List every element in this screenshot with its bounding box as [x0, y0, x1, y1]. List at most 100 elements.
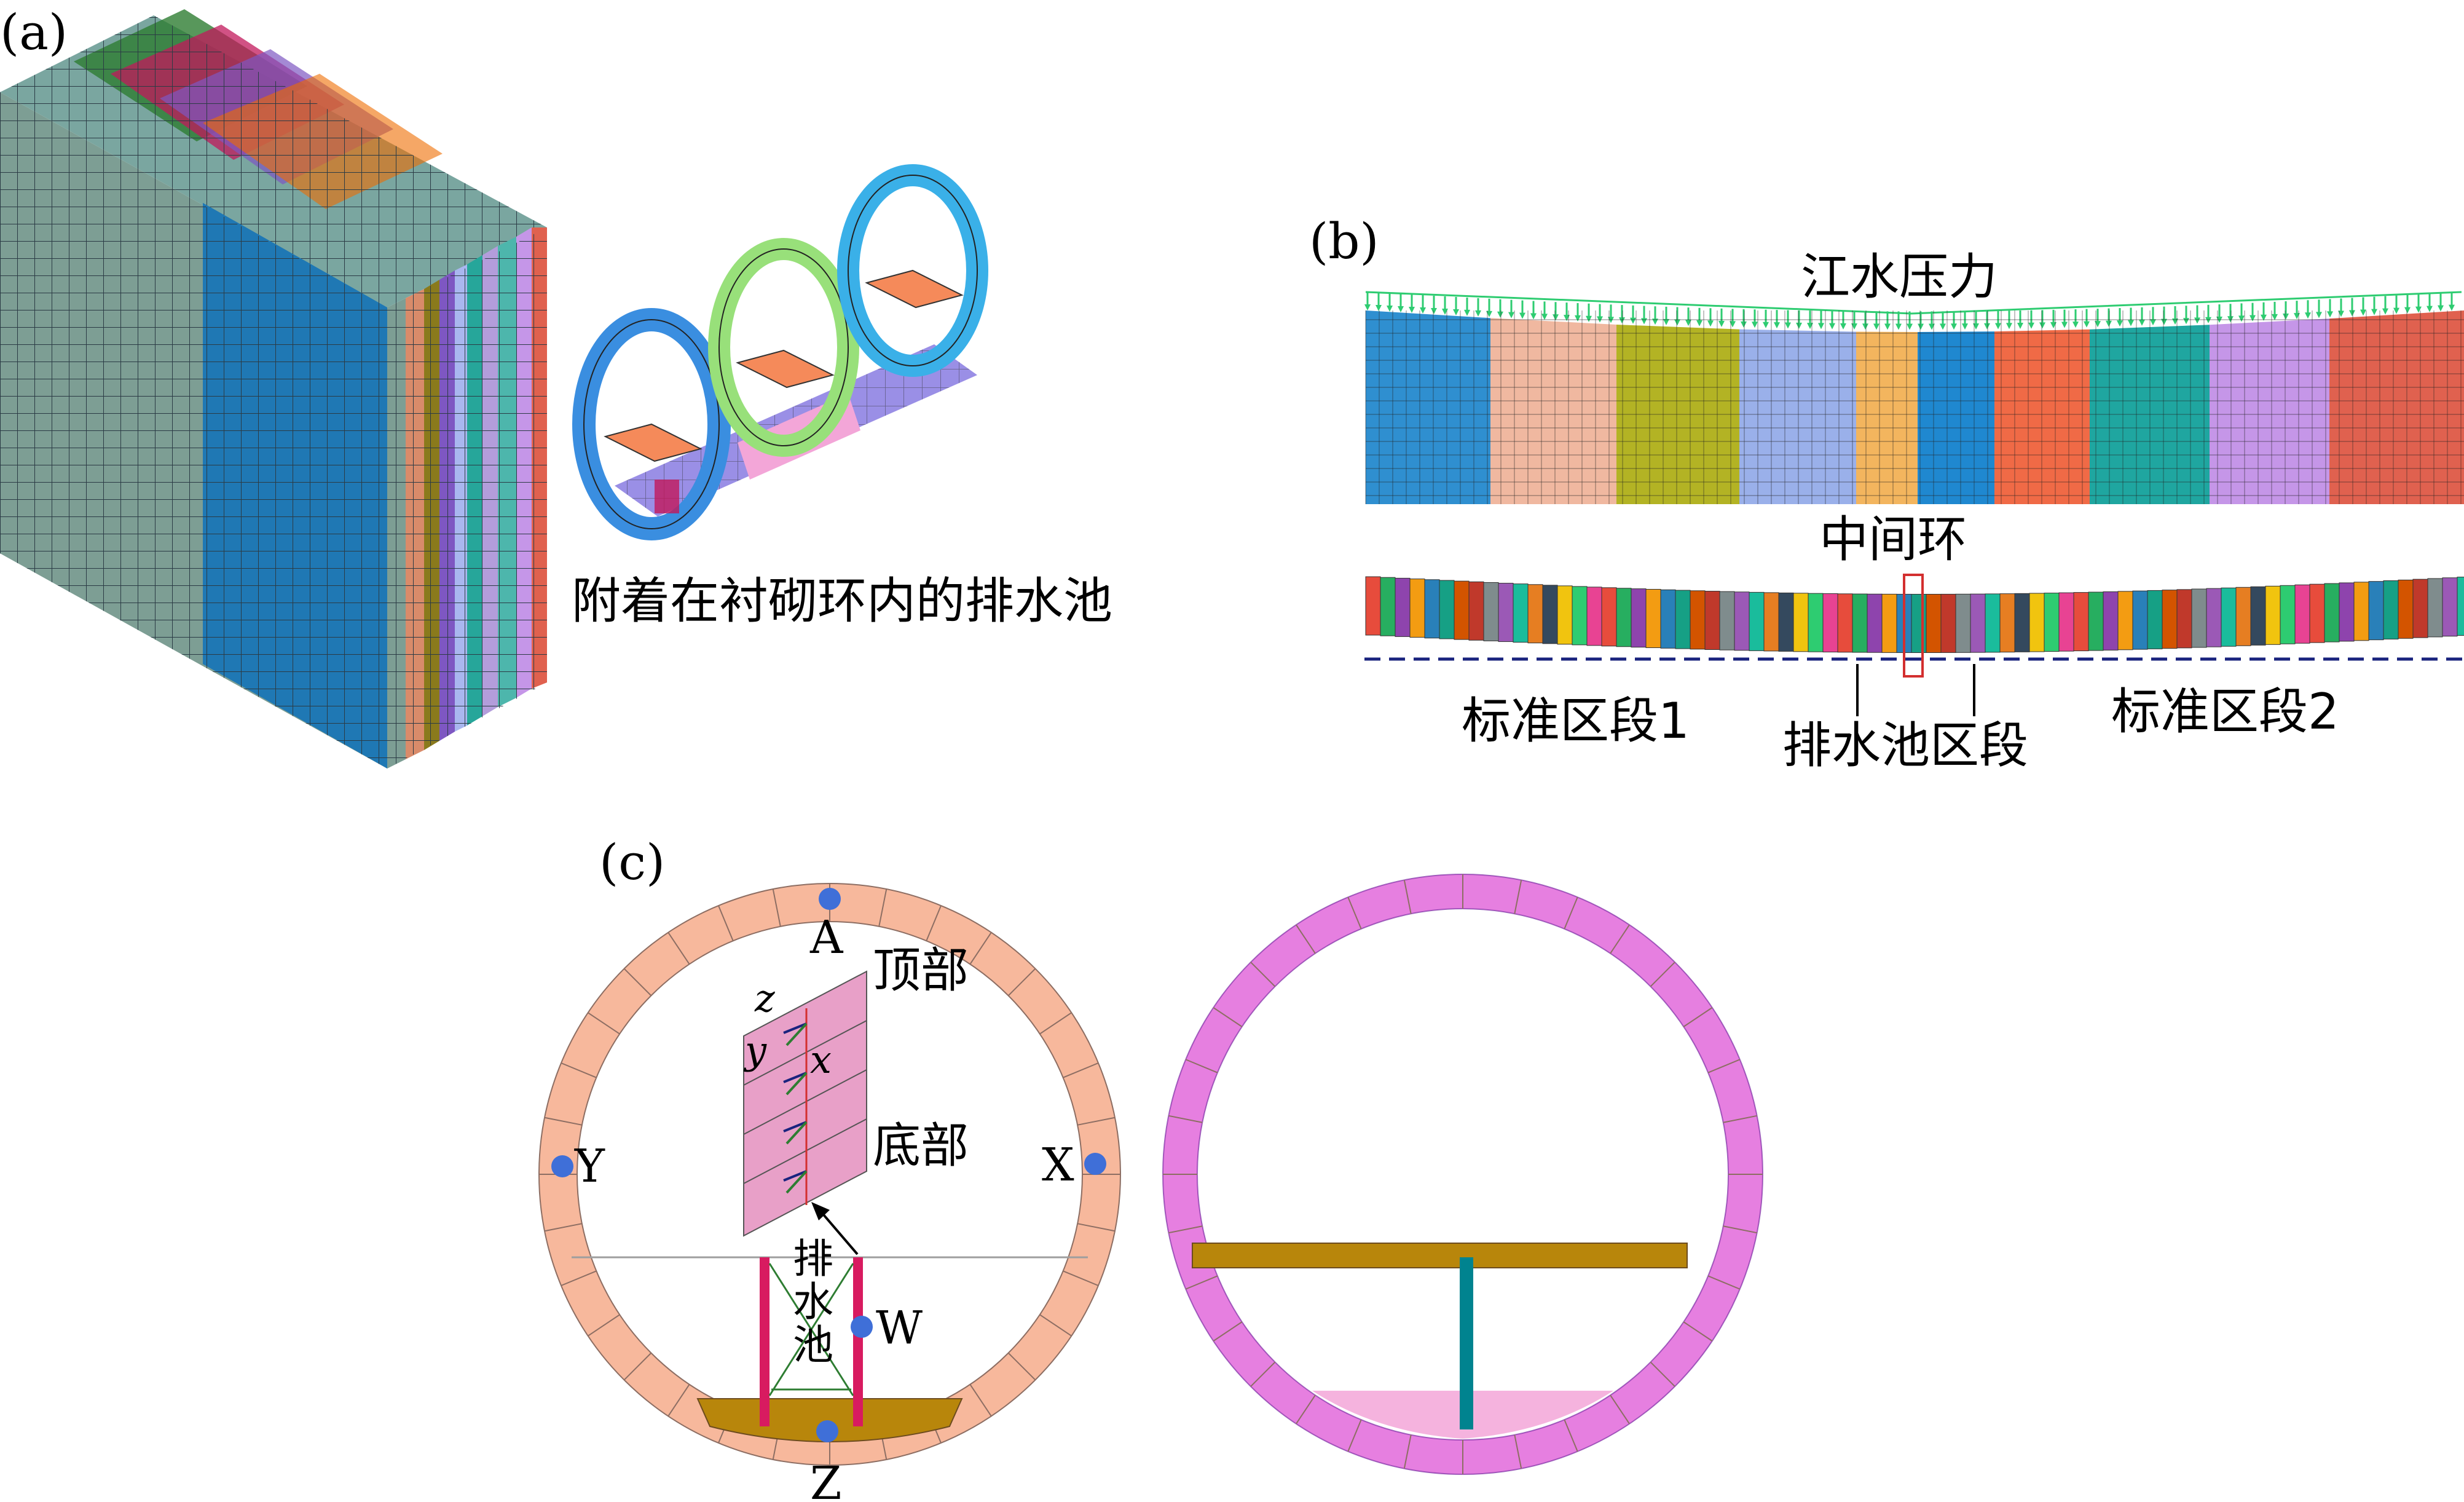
- tunnel-ring-segment: [2294, 584, 2310, 644]
- tunnel-ring-segment: [2206, 588, 2222, 647]
- tunnel-ring-segment: [1867, 593, 1883, 653]
- tunnel-ring-segment: [2029, 593, 2045, 652]
- tunnel-ring-segment: [2353, 582, 2369, 641]
- tunnel-ring-segment: [2221, 587, 2237, 647]
- tunnel-ring-segment: [1601, 587, 1617, 647]
- tunnel-ring-segment: [2265, 585, 2281, 645]
- point-x-label: X: [1042, 1139, 1074, 1192]
- tunnel-ring-segment: [1498, 583, 1514, 642]
- tunnel-ring-segment: [2383, 580, 2399, 640]
- tunnel-ring-segment: [1970, 593, 1986, 653]
- middle-ring-label: 中间环: [1819, 511, 1967, 568]
- soil-stratum: [2210, 318, 2329, 504]
- tunnel-ring-segment: [1454, 580, 1470, 640]
- point-y-label: Y: [574, 1140, 605, 1193]
- soil-block-side-face: [387, 227, 547, 769]
- tunnel-ring-segment: [2176, 589, 2192, 649]
- pool-wall-panel: [743, 970, 867, 1237]
- tunnel-ring-segment: [1690, 590, 1706, 650]
- tunnel-ring-segment: [1645, 588, 1661, 648]
- tunnel-ring-segment: [1822, 593, 1838, 653]
- tunnel-ring-segment: [1793, 593, 1809, 652]
- tunnel-ring-segment: [2368, 581, 2384, 641]
- point-w: [851, 1316, 873, 1338]
- axis-x-label: x: [810, 1037, 832, 1082]
- tunnel-ring-segment: [2427, 578, 2443, 638]
- tunnel-ring-segment: [1675, 590, 1691, 649]
- soil-strata-strip: [1365, 310, 2464, 504]
- tunnel-ring-segment: [1734, 591, 1750, 651]
- point-a: [819, 888, 841, 910]
- tunnel-ring-segment: [2132, 590, 2148, 650]
- tunnel-ring-segment: [1704, 591, 1720, 650]
- tunnel-ring-segment: [1999, 593, 2015, 653]
- tunnel-ring-segment: [1852, 593, 1868, 653]
- tunnel-ring-segment: [1439, 580, 1455, 639]
- tunnel-ring-segment: [1631, 588, 1647, 648]
- soil-stratum: [1490, 318, 1616, 504]
- panel-mesh-lines: [743, 1020, 867, 1184]
- tunnel-ring-segment: [2442, 577, 2458, 637]
- tunnel-ring-segment: [1542, 585, 1558, 644]
- river-pressure-label: 江水压力: [1801, 248, 1998, 306]
- soil-stratum: [1616, 325, 1739, 504]
- tunnel-ring-segment: [1527, 584, 1543, 644]
- tunnel-ring-segment: [1660, 589, 1676, 649]
- pool-char-3: 池: [793, 1321, 833, 1369]
- tunnel-ring-segment: [2412, 579, 2428, 638]
- tunnel-ring-segment: [1778, 592, 1794, 652]
- point-a-label: A: [809, 911, 844, 964]
- pool-char-1: 排: [793, 1235, 833, 1283]
- tunnel-ring-segment: [1749, 591, 1765, 651]
- panel-c-tag: (c): [599, 834, 665, 891]
- tunnel-ring-segment: [2339, 582, 2355, 642]
- tunnel-ring-segment: [1837, 593, 1853, 653]
- tunnel-ring-segment: [1365, 576, 1381, 636]
- panel-a-caption: 附着在衬砌环内的排水池: [572, 572, 1112, 630]
- ring-segment-lines-right: [1163, 874, 1763, 1474]
- platform-ring-1: [604, 423, 703, 462]
- tunnel-ring-segment: [2162, 590, 2178, 649]
- soil-stratum: [1918, 331, 1994, 504]
- panel-a: (a): [0, 4, 1112, 769]
- tunnel-ring-segment: [2324, 583, 2340, 642]
- tunnel-ring-segment: [2398, 579, 2414, 639]
- tunnel-ring-segment: [1763, 592, 1779, 652]
- soil-stratum: [2090, 325, 2210, 504]
- ring-cross-section-right: [1162, 874, 1763, 1475]
- point-x: [1084, 1153, 1106, 1175]
- river-pressure-arrows: [1364, 291, 2462, 330]
- tunnel-ring-segment: [2103, 591, 2119, 650]
- tunnel-ring-segment: [1468, 581, 1484, 641]
- top-label: 顶部: [873, 943, 969, 998]
- tunnel-ring-segment: [1940, 593, 1956, 653]
- tunnel-ring-segment: [2235, 587, 2251, 646]
- soil-stratum: [1739, 329, 1856, 504]
- pool-wall-left: [760, 1257, 770, 1426]
- tunnel-ring-segment: [1557, 585, 1573, 645]
- tunnel-ring-segment: [2250, 586, 2266, 646]
- point-z: [816, 1420, 838, 1442]
- tunnel-ring-segment: [1395, 577, 1411, 637]
- tunnel-ring-row: [1365, 576, 2464, 653]
- tunnel-ring-segment: [1985, 593, 2001, 653]
- tunnel-ring-segment: [2044, 593, 2060, 652]
- soil-stratum: [1994, 329, 2090, 504]
- point-z-label: Z: [810, 1457, 841, 1502]
- tunnel-ring-segment: [2309, 583, 2325, 643]
- tunnel-ring-segment: [1380, 577, 1396, 636]
- tunnel-ring-segment: [1808, 593, 1824, 652]
- axis-z-label: z: [754, 976, 775, 1021]
- bottom-label: 底部: [873, 1118, 969, 1174]
- tunnel-ring-segment: [2058, 592, 2074, 652]
- lining-rings-model: [572, 164, 988, 540]
- pool-load-arrows: [768, 1263, 854, 1396]
- tunnel-ring-segment: [1926, 593, 1942, 653]
- tunnel-ring-segment: [2117, 591, 2133, 650]
- point-y: [551, 1155, 573, 1177]
- tunnel-ring-segment: [2073, 592, 2089, 652]
- soil-stratum: [1856, 331, 1918, 504]
- drainage-pool-cube: [655, 480, 679, 513]
- tunnel-ring-segment: [1424, 579, 1440, 639]
- platform-ring-3: [865, 269, 964, 309]
